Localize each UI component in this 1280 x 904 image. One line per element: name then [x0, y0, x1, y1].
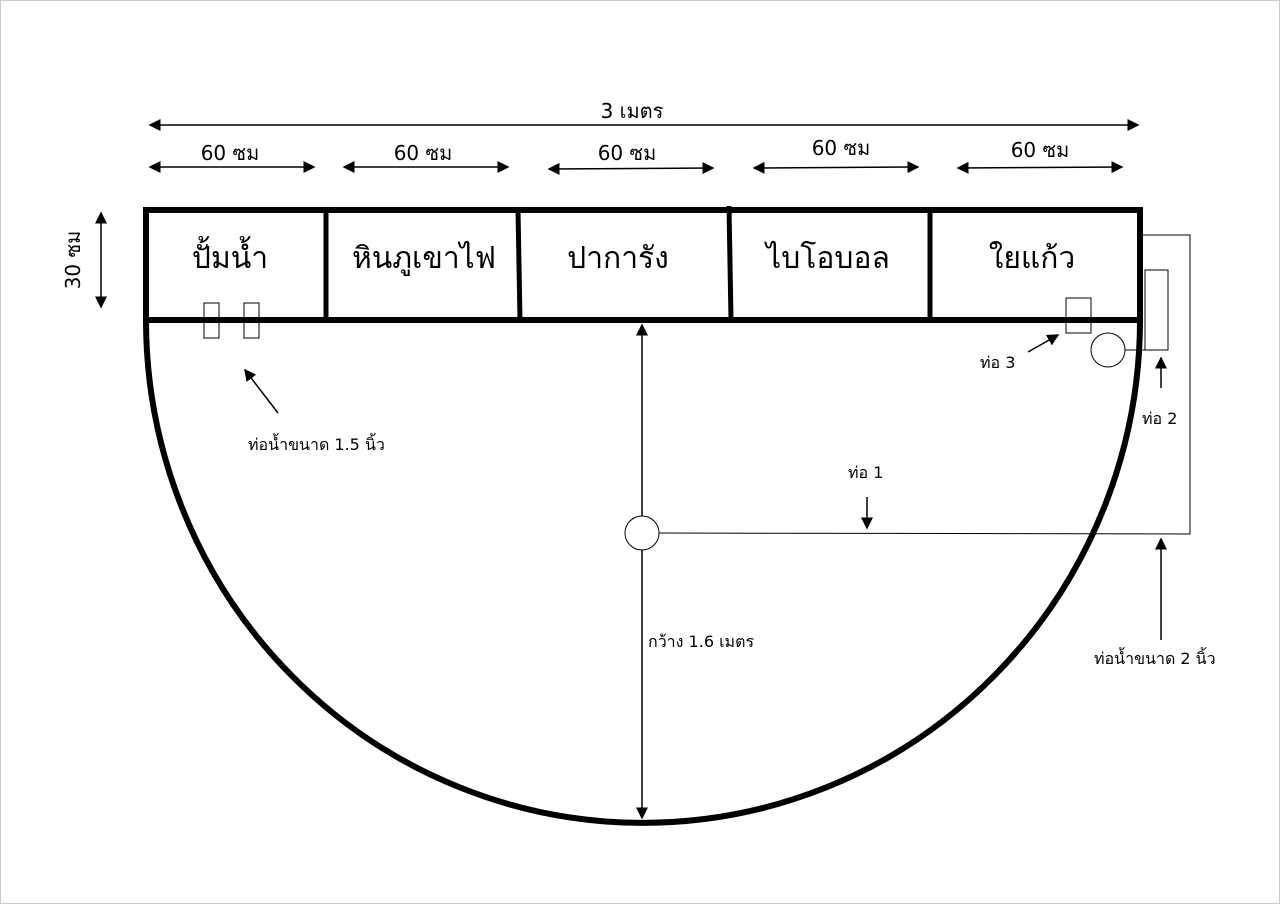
pipe2-outlet: [1090, 332, 1126, 368]
pipe2-label: ท่อ 2: [1142, 409, 1177, 428]
total-width-label: 3 เมตร: [601, 99, 664, 123]
section-label-filter-wool: ใยแก้ว: [989, 241, 1076, 276]
pipe3: [1065, 297, 1092, 334]
radius-label: กว้าง 1.6 เมตร: [648, 632, 754, 651]
section-width-label: 60 ซม: [1011, 138, 1070, 162]
small-pipe-arrow: [244, 368, 279, 414]
pipe3-label: ท่อ 3: [980, 353, 1015, 372]
section-width-label: 60 ซม: [201, 141, 260, 165]
section-width-label: 60 ซม: [394, 141, 453, 165]
depth-label: 30 ซม: [61, 231, 85, 290]
width-arrow: [752, 161, 920, 174]
pipe3-arrow: [1027, 334, 1060, 353]
section-width-arrows: [148, 161, 1124, 175]
section-width-label: 60 ซม: [812, 136, 871, 160]
tank-semicircle: [143, 319, 1143, 826]
section-label-pump: ปั้มน้ำ: [192, 236, 268, 276]
pipe1-label: ท่อ 1: [848, 463, 883, 482]
small-pipe: [243, 302, 260, 339]
pipe1-outlet: [624, 515, 660, 551]
section-label-volcanic-rock: หินภูเขาไฟ: [352, 240, 496, 276]
width-arrow: [956, 161, 1124, 174]
pipe1-line: [658, 234, 1191, 535]
width-arrow: [547, 162, 715, 175]
large-pipe-label: ท่อน้ำขนาด 2 นิ้ว: [1094, 647, 1216, 668]
section-label-coral: ปาการัง: [567, 241, 669, 276]
section-divider: [726, 205, 734, 321]
section-divider: [515, 209, 523, 321]
pipe2: [1144, 269, 1169, 351]
small-pipe: [203, 302, 220, 339]
small-pipe-label: ท่อน้ำขนาด 1.5 นิ้ว: [248, 433, 385, 454]
section-width-label: 60 ซม: [598, 141, 657, 165]
section-label-bioball: ไบโอบอล: [764, 240, 890, 276]
filter-box: [143, 207, 1143, 323]
